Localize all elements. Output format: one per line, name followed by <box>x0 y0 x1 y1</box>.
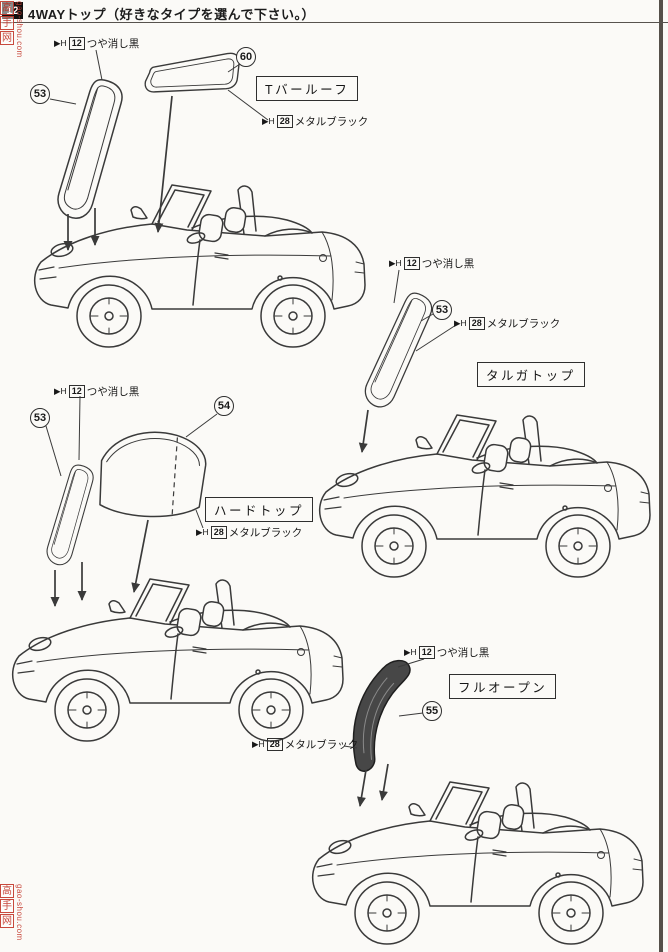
paint-code: 28 <box>210 526 227 539</box>
assembly-arrows <box>63 95 173 251</box>
car-illustration-targa <box>318 414 651 578</box>
diagram-hard-top <box>11 395 344 742</box>
paint-code: 12 <box>68 37 85 50</box>
watermark-char: 手 <box>0 16 14 30</box>
page-title: 4WAYトップ（好きなタイプを選んで下さい。） <box>28 7 315 22</box>
leader-line <box>415 324 457 352</box>
watermark-characters: 高 手 网 <box>0 1 14 58</box>
assembly-arrows <box>50 519 149 607</box>
watermark-char: 网 <box>0 31 14 45</box>
part-number-54: 54 <box>214 396 234 416</box>
leader-line <box>398 712 424 717</box>
assembly-arrows <box>358 409 369 453</box>
paint-code: 12 <box>68 385 85 398</box>
watermark-bottom: 高 手 网 gao-shou.com <box>0 884 24 941</box>
diagram-full-open <box>311 656 644 945</box>
assembly-arrow <box>154 95 173 233</box>
part-number-60: 60 <box>236 47 256 67</box>
paint-marker: ▶H <box>252 739 265 749</box>
assembly-arrow <box>357 769 367 807</box>
part-54-hardtop-shell <box>95 425 210 523</box>
leader-line <box>185 413 218 438</box>
part-53-side-rail <box>360 287 437 414</box>
watermark-top: 高 手 网 gao-shou.com <box>0 1 24 58</box>
part-60-center-panel <box>142 51 242 96</box>
paint-marker: ▶H <box>196 527 209 537</box>
leader-line <box>78 395 81 461</box>
top-type-label-t-bar: Tバールーフ <box>256 76 359 101</box>
paint-marker: ▶H <box>389 258 402 268</box>
paint-marker: ▶H <box>54 38 67 48</box>
watermark-char: 手 <box>0 899 14 913</box>
watermark-char: 高 <box>0 884 14 898</box>
top-type-label-targa: タルガトップ <box>477 362 585 387</box>
assembly-arrow <box>358 409 369 453</box>
part-number-53: 53 <box>30 84 50 104</box>
leader-line <box>397 658 425 668</box>
car-illustration-hardtop <box>11 578 344 742</box>
header-divider <box>0 22 668 23</box>
watermark-characters: 高 手 网 <box>0 884 14 941</box>
leader-line <box>343 745 358 749</box>
paint-name: メタルブラック <box>486 318 561 330</box>
part-number-53: 53 <box>432 300 452 320</box>
leader-lines <box>343 658 425 749</box>
watermark-domain: gao-shou.com <box>15 1 24 58</box>
leader-line <box>393 269 400 304</box>
watermark-char: 高 <box>0 1 14 15</box>
leader-lines <box>49 49 269 121</box>
top-type-label-fullopen: フルオープン <box>449 674 557 699</box>
paint-name: メタルブラック <box>284 739 359 751</box>
paint-name: つや消し黒 <box>421 258 475 270</box>
leader-lines <box>45 395 218 529</box>
watermark-domain: gao-shou.com <box>15 884 24 941</box>
paint-code: 28 <box>276 115 293 128</box>
leader-line <box>195 509 204 529</box>
scan-page-edge <box>659 0 663 952</box>
assembly-arrow <box>131 519 149 593</box>
car-illustration-fullopen <box>311 781 644 945</box>
assembly-arrow <box>379 763 389 801</box>
part-53-side-rail <box>43 461 96 569</box>
watermark-char: 网 <box>0 914 14 928</box>
assembly-arrows <box>357 763 389 807</box>
paint-code: 12 <box>418 646 435 659</box>
diagram-targa-top <box>318 269 651 578</box>
paint-code: 28 <box>266 738 283 751</box>
paint-name: メタルブラック <box>228 527 303 539</box>
paint-name: つや消し黒 <box>86 38 140 50</box>
part-53-side-rail <box>53 75 126 224</box>
paint-name: メタルブラック <box>294 116 369 128</box>
leader-line <box>95 49 103 81</box>
part-number-53: 53 <box>30 408 50 428</box>
paint-marker: ▶H <box>454 318 467 328</box>
leader-line <box>420 313 434 322</box>
paint-code: 28 <box>468 317 485 330</box>
leader-line <box>45 425 62 477</box>
leader-line <box>227 89 269 121</box>
leader-line <box>227 63 241 73</box>
leader-lines <box>393 269 457 352</box>
part-number-55: 55 <box>422 701 442 721</box>
paint-name: つや消し黒 <box>86 386 140 398</box>
leader-line <box>49 98 77 105</box>
paint-name: つや消し黒 <box>436 647 490 659</box>
paint-marker: ▶H <box>404 647 417 657</box>
paint-marker: ▶H <box>54 386 67 396</box>
paint-code: 12 <box>403 257 420 270</box>
paint-marker: ▶H <box>262 116 275 126</box>
diagram-t-bar-roof <box>33 49 366 348</box>
top-type-label-hardtop: ハードトップ <box>205 497 314 522</box>
